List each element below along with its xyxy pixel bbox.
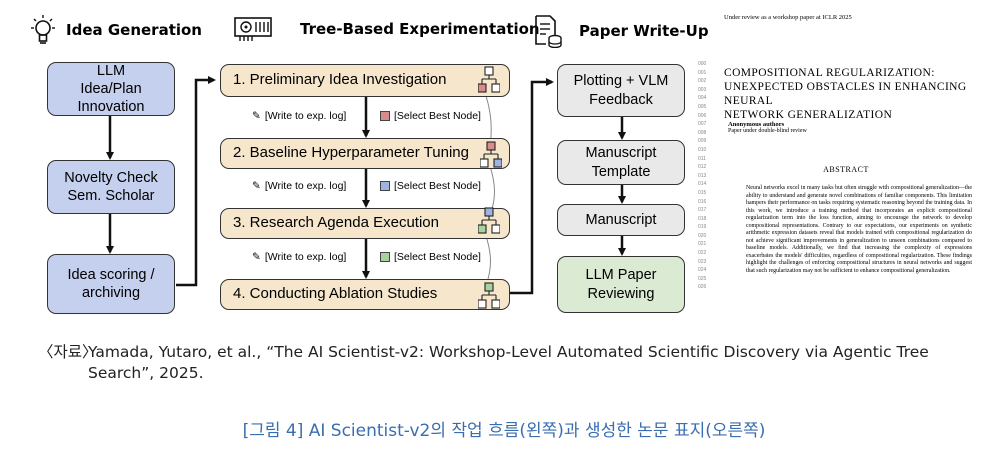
- figure-caption: [그림 4] AI Scientist-v2의 작업 흐름(왼쪽)과 생성한 논…: [242, 421, 766, 441]
- idea-scoring-label: Idea scoring / archiving: [67, 266, 155, 301]
- paper-title-line-3: NETWORK GENERALIZATION: [724, 109, 893, 121]
- edit-icon: ✎: [252, 251, 261, 263]
- stage-2-label: 2. Baseline Hyperparameter Tuning: [233, 144, 469, 162]
- stage-3-label: 3. Research Agenda Execution: [233, 214, 439, 232]
- red-node-swatch: [380, 111, 390, 121]
- stage-4-label: 4. Conducting Ablation Studies: [233, 285, 438, 303]
- paper-authors: Anonymous authors: [728, 121, 785, 128]
- idea-generation-title: Idea Generation: [66, 21, 202, 39]
- paper-writeup-title: Paper Write-Up: [579, 22, 709, 40]
- select-best-label: [Select Best Node]: [394, 251, 481, 263]
- paper-cover: Under review as a workshop paper at ICLR…: [696, 10, 996, 315]
- stage-3-box: 3. Research Agenda Execution: [220, 208, 510, 239]
- write-log-note-3: ✎ [Write to exp. log]: [252, 251, 346, 263]
- llm-reviewing-box: LLM Paper Reviewing: [557, 256, 685, 313]
- plotting-vlm-label: Plotting + VLM Feedback: [573, 73, 669, 108]
- source-citation: 〈자료〉 Yamada, Yutaro, et al., “The AI Sci…: [38, 342, 998, 384]
- plotting-vlm-box: Plotting + VLM Feedback: [557, 64, 685, 117]
- manuscript-box: Manuscript: [557, 204, 685, 236]
- tree-experimentation-header: Tree-Based Experimentation: [234, 16, 540, 42]
- lightbulb-icon: [31, 15, 55, 44]
- manuscript-template-label: Manuscript Template: [585, 145, 657, 180]
- write-log-label: [Write to exp. log]: [264, 110, 347, 122]
- tree-icon-stage-2: [480, 141, 502, 168]
- write-log-label: [Write to exp. log]: [264, 251, 347, 263]
- document-database-icon: [535, 15, 562, 48]
- edit-icon: ✎: [252, 110, 261, 122]
- llm-reviewing-label: LLM Paper Reviewing: [585, 267, 657, 302]
- idea-plan-box: LLM Idea/Plan Innovation: [47, 62, 175, 116]
- source-label: 〈자료〉: [38, 343, 98, 361]
- paper-title-line-2: UNEXPECTED OBSTACLES IN ENHANCING NEURAL: [724, 81, 967, 107]
- paper-line-numbers: 000 001 002 003 004 005 006 007 008 009 …: [698, 61, 707, 291]
- write-log-note-1: ✎ [Write to exp. log]: [252, 110, 346, 122]
- tree-icon-stage-1: [478, 66, 500, 93]
- select-best-note-2: [Select Best Node]: [380, 180, 481, 192]
- select-best-note-1: [Select Best Node]: [380, 110, 481, 122]
- write-log-note-2: ✎ [Write to exp. log]: [252, 180, 346, 192]
- paper-title-line-1: COMPOSITIONAL REGULARIZATION:: [724, 67, 935, 79]
- manuscript-label: Manuscript: [585, 211, 657, 228]
- stage-2-box: 2. Baseline Hyperparameter Tuning: [220, 138, 510, 169]
- tree-icon-stage-4: [478, 282, 500, 309]
- select-best-note-3: [Select Best Node]: [380, 251, 481, 263]
- stage-1-label: 1. Preliminary Idea Investigation: [233, 71, 447, 89]
- gpu-card-icon: [234, 17, 272, 41]
- paper-review-note: Paper under double-blind review: [728, 128, 807, 134]
- select-best-label: [Select Best Node]: [394, 180, 481, 192]
- novelty-check-box: Novelty Check Sem. Scholar: [47, 160, 175, 214]
- novelty-check-label: Novelty Check Sem. Scholar: [64, 169, 158, 204]
- tree-icon-stage-3: [478, 207, 500, 234]
- abstract-heading: ABSTRACT: [823, 165, 869, 174]
- blue-node-swatch: [380, 181, 390, 191]
- stage-4-box: 4. Conducting Ablation Studies: [220, 279, 510, 310]
- idea-scoring-box: Idea scoring / archiving: [47, 254, 175, 314]
- select-best-label: [Select Best Node]: [394, 110, 481, 122]
- idea-plan-label: LLM Idea/Plan Innovation: [77, 62, 145, 116]
- stage-1-box: 1. Preliminary Idea Investigation: [220, 64, 510, 97]
- tree-experimentation-title: Tree-Based Experimentation: [300, 20, 540, 38]
- paper-title: COMPOSITIONAL REGULARIZATION: UNEXPECTED…: [724, 66, 996, 122]
- manuscript-template-box: Manuscript Template: [557, 140, 685, 185]
- abstract-text: Neural networks excel in many tasks but …: [746, 185, 972, 274]
- idea-generation-header: Idea Generation: [28, 14, 202, 46]
- paper-writeup-header: Paper Write-Up: [533, 14, 709, 48]
- source-text: Yamada, Yutaro, et al., “The AI Scientis…: [88, 343, 929, 382]
- edit-icon: ✎: [252, 180, 261, 192]
- flow-arrows: [106, 76, 626, 295]
- write-log-label: [Write to exp. log]: [264, 180, 347, 192]
- paper-running-head: Under review as a workshop paper at ICLR…: [724, 14, 852, 21]
- green-node-swatch: [380, 252, 390, 262]
